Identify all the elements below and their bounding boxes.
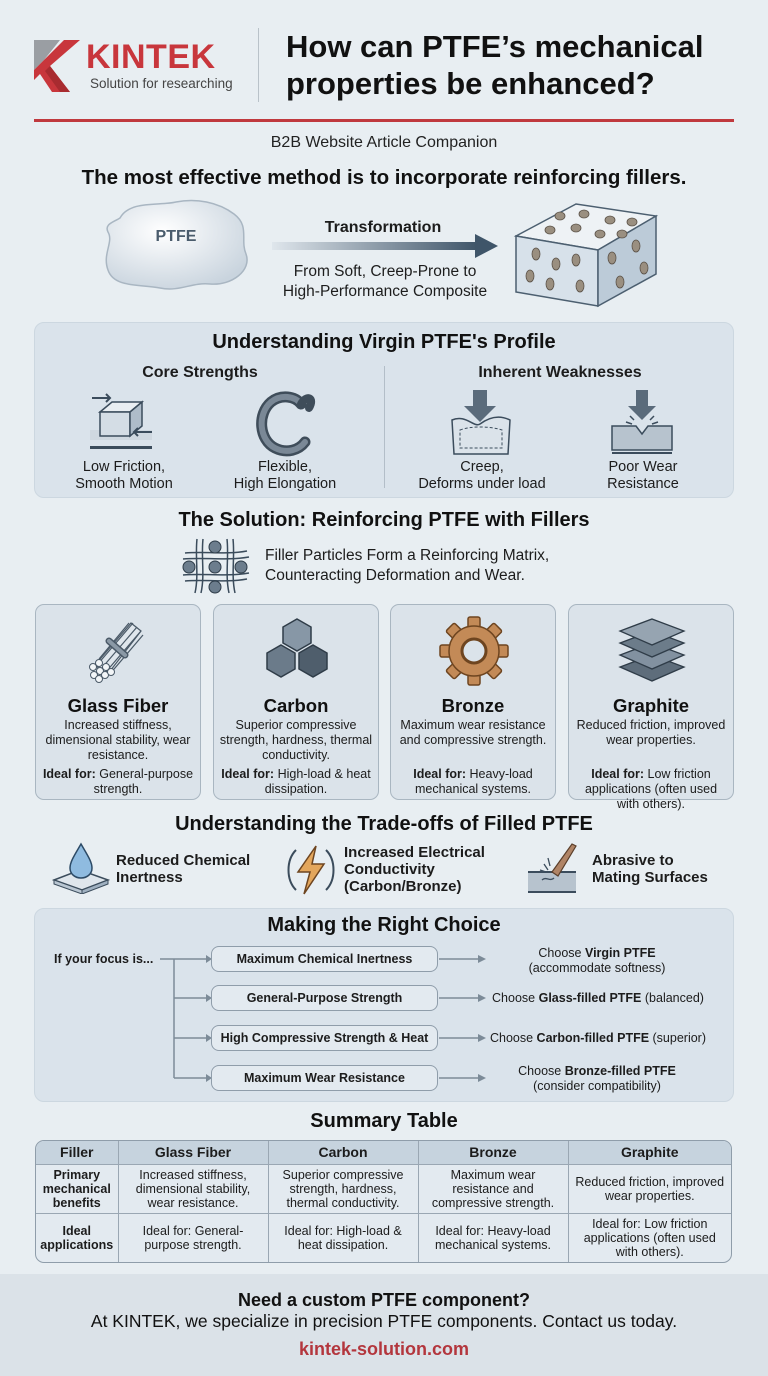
layered-sheets-icon <box>618 618 686 682</box>
headline: The most effective method is to incorpor… <box>81 166 687 189</box>
water-drop-icon <box>52 842 110 894</box>
focus-option-compressive-heat[interactable]: High Compressive Strength & Heat <box>211 1025 438 1051</box>
table-row-label: Ideal applications <box>36 1212 119 1262</box>
table-header: Bronze <box>417 1141 569 1165</box>
tradeoffs-title: Understanding the Trade-offs of Filled P… <box>175 813 593 835</box>
table-header: Carbon <box>267 1141 419 1165</box>
filler-benefits: Superior compressive strength, hardness,… <box>219 718 373 762</box>
outcome-virgin-ptfe: Choose Virgin PTFE (accommodate softness… <box>528 946 666 975</box>
summary-table: Filler Glass Fiber Carbon Bronze Graphit… <box>35 1140 732 1263</box>
table-cell: Reduced friction, improved wear properti… <box>567 1163 731 1214</box>
profile-divider <box>384 366 385 488</box>
filler-matrix-icon <box>182 538 250 594</box>
focus-label: If your focus is... <box>54 952 154 966</box>
table-header: Glass Fiber <box>117 1141 269 1165</box>
ptfe-label: PTFE <box>155 228 197 245</box>
transformation-description: From Soft, Creep-Prone to High-Performan… <box>260 262 510 302</box>
outcome-carbon-filled: Choose Carbon-filled PTFE (superior) <box>489 1031 707 1045</box>
transformation-description-line2: High-Performance Composite <box>282 283 488 300</box>
ptfe-blob-icon <box>105 199 248 290</box>
filler-ideal: Ideal for: Heavy-load mechanical systems… <box>413 767 533 796</box>
filler-card-carbon: Carbon Superior compressive strength, ha… <box>213 604 379 800</box>
tradeoff-electrical: Increased Electrical Conductivity (Carbo… <box>344 844 485 895</box>
filler-card-graphite: Graphite Reduced friction, improved wear… <box>568 604 734 811</box>
footer <box>0 1274 768 1376</box>
filler-benefits: Increased stiffness, dimensional stabili… <box>45 718 191 762</box>
transformation-description-line1: From Soft, Creep-Prone to <box>293 263 477 280</box>
table-cell: Ideal for: General-purpose strength. <box>117 1212 269 1262</box>
focus-option-general-purpose[interactable]: General-Purpose Strength <box>211 985 438 1011</box>
tradeoff-chemical: Reduced Chemical Inertness <box>116 852 251 886</box>
wear-impact-icon <box>611 390 673 454</box>
inherent-weaknesses-heading: Inherent Weaknesses <box>478 364 642 381</box>
choice-title: Making the Right Choice <box>267 914 501 936</box>
filler-name: Graphite <box>612 695 690 716</box>
table-cell: Superior compressive strength, hardness,… <box>267 1163 419 1214</box>
filler-card-bronze: Bronze Maximum wear resistance and compr… <box>390 604 556 800</box>
weakness-creep: Creep, Deforms under load <box>418 459 546 492</box>
header-divider <box>258 28 259 102</box>
filler-card-glass-fiber: Glass Fiber Increased stiffness, dimensi… <box>35 604 201 800</box>
abrasion-icon <box>528 843 577 893</box>
gear-icon <box>439 616 509 686</box>
filler-name: Bronze <box>441 695 505 716</box>
filler-ideal: Ideal for: Low friction applications (of… <box>584 767 718 811</box>
table-row-label: Primary mechanical benefits <box>36 1163 119 1214</box>
solution-title: The Solution: Reinforcing PTFE with Fill… <box>178 509 590 531</box>
strength-low-friction: Low Friction, Smooth Motion <box>75 459 173 492</box>
table-cell: Ideal for: Low friction applications (of… <box>567 1212 731 1262</box>
brand-tagline: Solution for researching <box>90 76 233 91</box>
filler-ideal: Ideal for: General-purpose strength. <box>42 767 194 796</box>
footer-text: At KINTEK, we specialize in precision PT… <box>90 1311 678 1331</box>
filler-name: Glass Fiber <box>67 695 169 716</box>
core-strengths-heading: Core Strengths <box>142 364 258 381</box>
table-row: Primary mechanical benefits Increased st… <box>36 1163 731 1214</box>
focus-option-chemical-inertness[interactable]: Maximum Chemical Inertness <box>211 946 438 972</box>
composite-cube-icon <box>513 203 659 308</box>
table-cell: Increased stiffness, dimensional stabili… <box>117 1163 269 1214</box>
weakness-poor-wear: Poor Wear Resistance <box>607 459 679 492</box>
table-header-row: Filler Glass Fiber Carbon Bronze Graphit… <box>36 1141 731 1165</box>
table-cell: Ideal for: Heavy-load mechanical systems… <box>417 1212 569 1262</box>
table-header: Filler <box>36 1141 119 1165</box>
transformation-label: Transformation <box>324 219 442 236</box>
brand-name: KINTEK <box>86 38 216 76</box>
flexible-ring-icon <box>256 391 316 457</box>
transformation-arrow-icon <box>272 234 498 258</box>
decision-tree-connectors <box>160 955 486 1082</box>
tradeoff-abrasive: Abrasive to Mating Surfaces <box>592 852 708 886</box>
table-header: Graphite <box>567 1141 731 1165</box>
outcome-bronze-filled: Choose Bronze-filled PTFE (consider comp… <box>518 1064 676 1093</box>
summary-table-title: Summary Table <box>310 1110 458 1132</box>
sliding-block-icon <box>90 393 152 449</box>
outcome-glass-filled: Choose Glass-filled PTFE (balanced) <box>492 991 704 1005</box>
kintek-logo: KINTEK Solution for researching <box>34 38 234 98</box>
solution-description: Filler Particles Form a Reinforcing Matr… <box>265 547 550 584</box>
kintek-k-logo-icon <box>34 40 80 92</box>
focus-option-wear-resistance[interactable]: Maximum Wear Resistance <box>211 1065 438 1091</box>
page-title: How can PTFE’s mechanical properties be … <box>286 29 704 101</box>
website-link[interactable]: kintek-solution.com <box>298 1339 469 1359</box>
fiber-bundle-icon <box>89 622 144 683</box>
table-row: Ideal applications Ideal for: General-pu… <box>36 1212 731 1262</box>
header-rule <box>34 119 734 122</box>
hexagon-crystals-icon <box>266 618 328 678</box>
filler-benefits: Maximum wear resistance and compressive … <box>399 718 547 747</box>
filler-ideal: Ideal for: High-load & heat dissipation. <box>221 767 371 796</box>
table-cell: Ideal for: High-load & heat dissipation. <box>267 1212 419 1262</box>
profile-title: Understanding Virgin PTFE's Profile <box>212 331 556 353</box>
lightning-bolt-icon <box>287 845 335 895</box>
page-subtitle: B2B Website Article Companion <box>270 134 498 151</box>
creep-deform-icon <box>451 390 511 455</box>
strength-flexible: Flexible, High Elongation <box>233 459 337 492</box>
filler-benefits: Reduced friction, improved wear properti… <box>576 718 726 747</box>
footer-question: Need a custom PTFE component? <box>237 1290 531 1310</box>
filler-name: Carbon <box>263 695 329 716</box>
table-cell: Maximum wear resistance and compressive … <box>417 1163 569 1214</box>
